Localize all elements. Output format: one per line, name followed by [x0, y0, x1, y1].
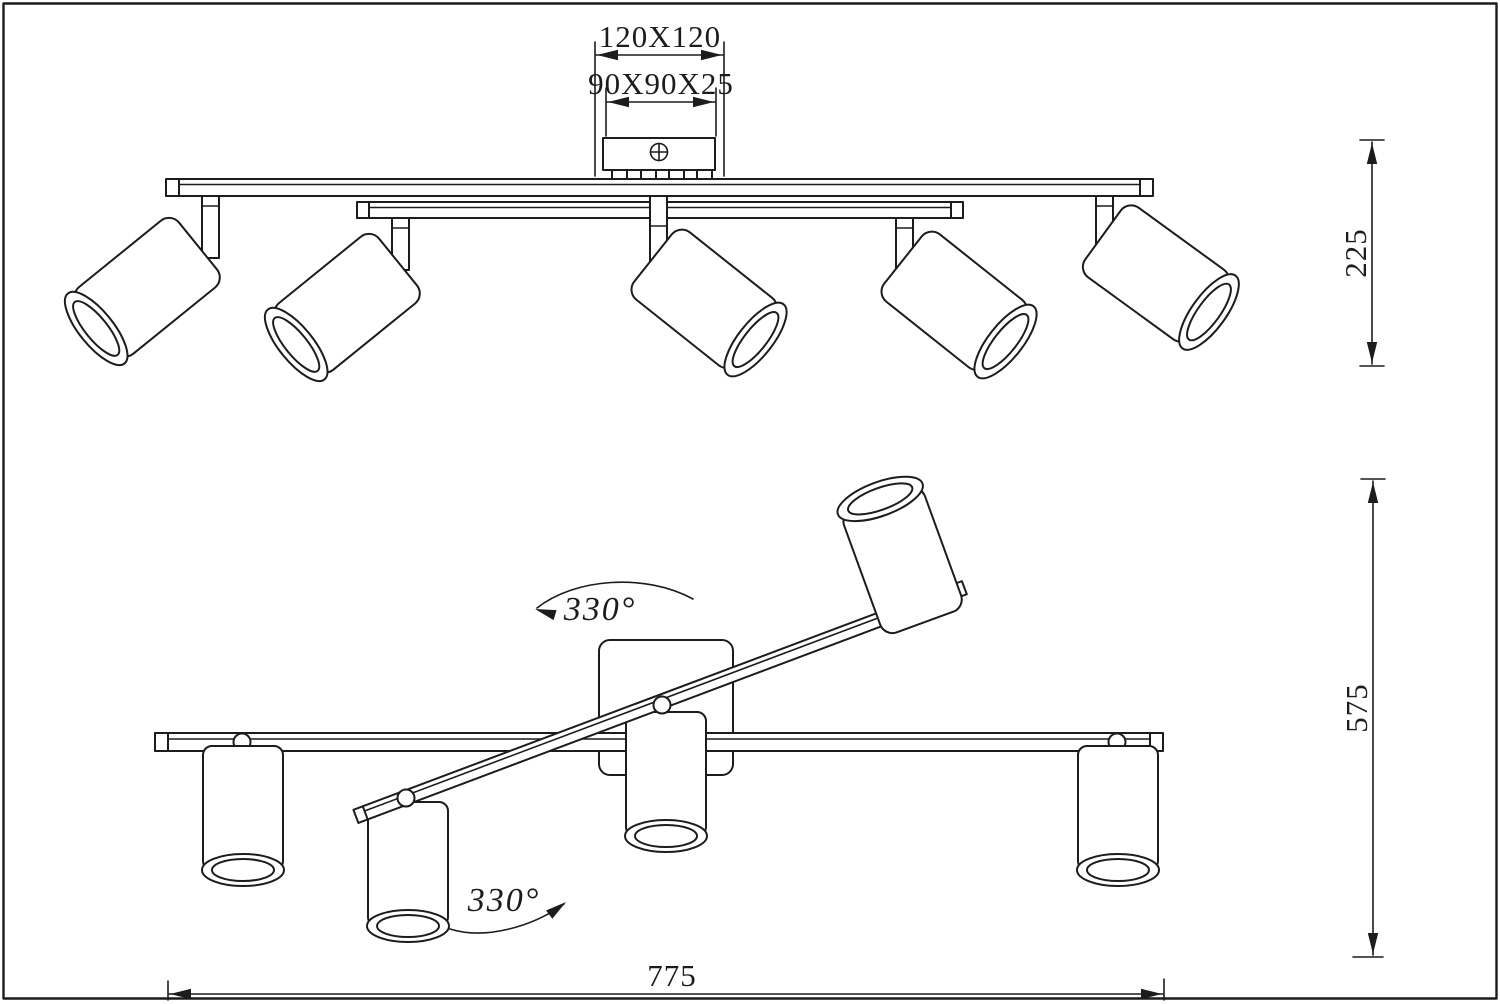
dim-label-total-height: 575 — [1339, 683, 1374, 733]
dim-canopy-outer: 120X120 — [594, 19, 725, 177]
spotlight-head — [201, 745, 285, 887]
spotlight-head — [624, 711, 708, 853]
dim-label-side-height: 225 — [1338, 228, 1373, 278]
rotation-angle-label: 330° — [467, 882, 541, 919]
dim-side-height: 225 — [1338, 139, 1385, 367]
rotation-arc-lower: 330° — [449, 882, 570, 934]
stem — [201, 195, 220, 259]
rotation-arc-upper: 330° — [533, 581, 694, 628]
spotlight-head — [1076, 745, 1160, 887]
dim-label-overall-width: 775 — [647, 958, 697, 993]
pivot-knob — [396, 788, 416, 808]
dim-canopy-plate: 90X90X25 — [588, 66, 734, 137]
spotlight-head — [831, 466, 969, 639]
bottom-view: 330° 330° 575 775 — [154, 466, 1386, 1001]
dim-overall-width: 775 — [167, 958, 1165, 1001]
canopy-box — [602, 137, 716, 180]
dim-total-height: 575 — [1339, 478, 1386, 958]
main-bar — [165, 178, 1154, 197]
dim-label-canopy-plate: 90X90X25 — [588, 66, 734, 101]
spotlight-head — [366, 801, 450, 943]
pivot-knob — [652, 695, 672, 715]
top-view: 120X120 90X90X25 — [53, 19, 1385, 392]
screw-head-icon — [649, 142, 669, 162]
dim-label-canopy-outer: 120X120 — [599, 19, 721, 54]
rotation-angle-label: 330° — [563, 591, 637, 628]
spotlight-head — [53, 210, 228, 376]
